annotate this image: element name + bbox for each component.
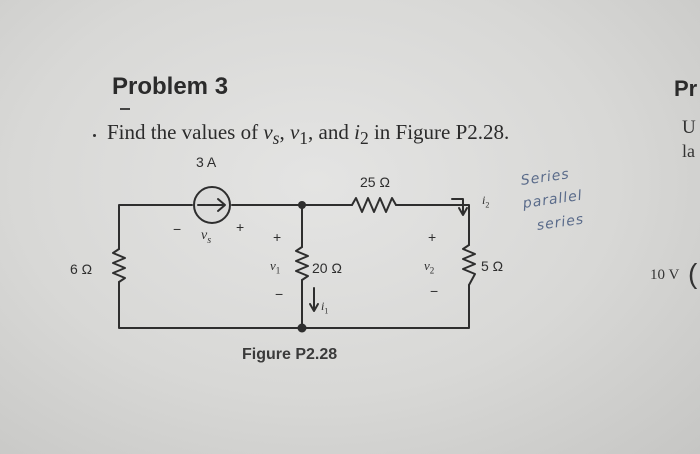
title-dash-mark	[120, 108, 130, 110]
bullet-dot	[93, 134, 96, 137]
current-source-arrow-head	[217, 198, 226, 212]
question-sep-2: , and	[308, 120, 355, 144]
v2-plus-sign: +	[428, 229, 437, 245]
i2-arrow-shaft	[451, 198, 464, 214]
resistor-25-zigzag	[351, 197, 397, 213]
vs-plus-sign: +	[236, 219, 245, 235]
label-v2-sub: 2	[429, 265, 435, 276]
vs-minus-sign: −	[173, 221, 182, 237]
label-res-20: 20 Ω	[312, 260, 342, 276]
question-sep-1: ,	[279, 120, 290, 144]
label-i2: i2	[482, 193, 489, 209]
label-v2-var: v	[424, 258, 430, 273]
figure-caption: Figure P2.28	[242, 346, 338, 363]
v1-plus-sign: +	[273, 229, 282, 245]
var-i2-sub: 2	[359, 128, 369, 149]
label-i1-sub: 1	[324, 306, 329, 316]
problem-title: Problem 3	[112, 73, 229, 100]
label-v1-var: v	[270, 258, 276, 273]
question-prefix: Find the values of	[107, 120, 264, 144]
next-page-paren: (	[688, 258, 698, 289]
resistor-6-zigzag	[112, 248, 126, 283]
label-v2: v2	[424, 258, 434, 276]
label-source-3a: 3 A	[196, 154, 217, 170]
resistor-5-zigzag	[462, 244, 476, 286]
label-res-5: 5 Ω	[481, 258, 504, 274]
question-suffix: in Figure P2.28.	[368, 120, 510, 144]
var-v1-sub: 1	[299, 128, 309, 149]
label-v1-sub: 1	[275, 265, 281, 276]
label-i1: i1	[321, 299, 328, 315]
resistor-20-zigzag	[295, 246, 309, 281]
i2-arrow-head	[458, 207, 468, 216]
next-page-source-label: 10 V	[650, 267, 680, 283]
var-vs: v	[263, 120, 273, 144]
label-vs: vs	[201, 228, 211, 246]
i1-arrow-head	[309, 303, 319, 312]
node-bottom	[297, 323, 307, 333]
label-vs-sub: s	[207, 234, 212, 246]
wire-top-left	[118, 204, 193, 250]
wire-bottom	[118, 281, 470, 329]
next-problem-title: Pr	[674, 76, 698, 101]
label-i2-sub: 2	[485, 200, 490, 210]
v1-minus-sign: −	[275, 286, 284, 302]
label-vs-var: v	[201, 228, 208, 243]
label-i2-var: i	[482, 193, 486, 207]
wire-top-right	[395, 204, 470, 246]
v2-minus-sign: −	[430, 283, 439, 299]
label-res-25: 25 Ω	[360, 174, 390, 190]
node-top	[298, 201, 306, 209]
label-v1: v1	[270, 258, 280, 276]
var-vs-sub: s	[272, 128, 280, 149]
problem-question: Find the values of vs, v1, and i2 in Fig…	[107, 120, 509, 149]
label-res-6: 6 Ω	[70, 261, 93, 277]
next-page-line-2: la	[682, 141, 695, 161]
label-i1-var: i	[321, 299, 325, 313]
var-i2: i	[354, 120, 360, 144]
var-v1: v	[289, 120, 300, 144]
next-page-line-1: U	[682, 117, 696, 138]
